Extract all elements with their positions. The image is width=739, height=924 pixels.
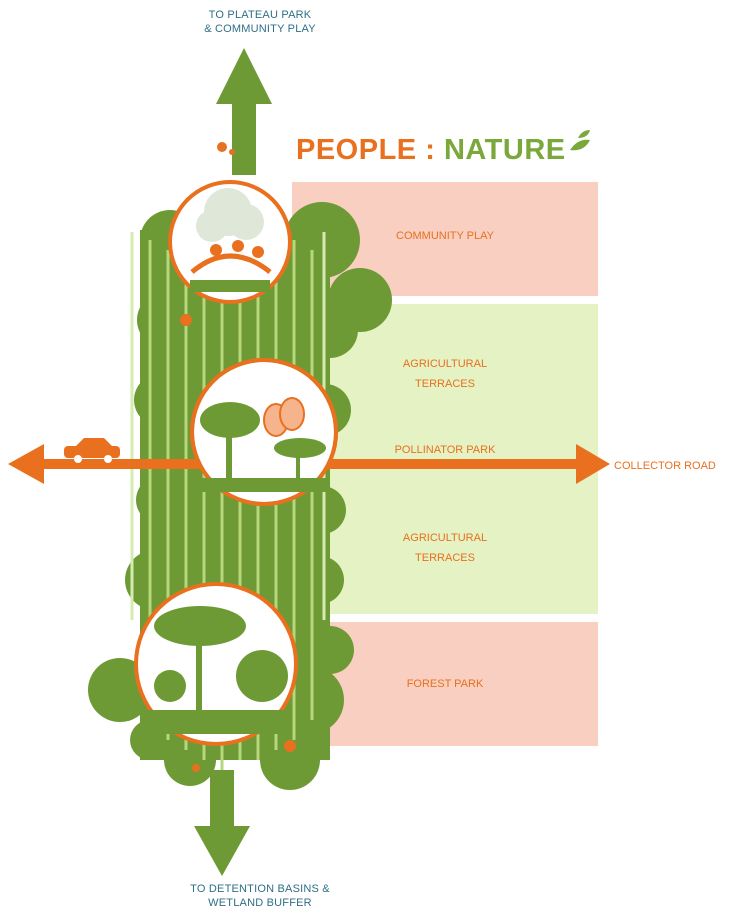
leaf-icon bbox=[570, 130, 590, 151]
zone-pollinator: POLLINATOR PARK bbox=[292, 440, 598, 464]
title-nature: NATURE bbox=[443, 134, 566, 166]
zone-label: AGRICULTURAL TERRACES bbox=[402, 532, 488, 564]
zone-label: FOREST PARK bbox=[406, 678, 484, 690]
title-separator: : bbox=[425, 134, 436, 166]
road-label: COLLECTOR ROAD bbox=[614, 460, 716, 472]
zone-label: AGRICULTURAL TERRACES bbox=[402, 358, 488, 390]
bottom-label-line1: TO DETENTION BASINS & bbox=[190, 883, 330, 895]
arrow-down-icon bbox=[194, 770, 250, 876]
title-people: PEOPLE bbox=[296, 134, 417, 166]
zone-label: COMMUNITY PLAY bbox=[396, 230, 494, 242]
zone-agricultural-2: AGRICULTURAL TERRACES bbox=[292, 524, 598, 584]
forest-icon bbox=[134, 582, 298, 746]
top-label-line1: TO PLATEAU PARK bbox=[208, 9, 312, 21]
arrow-up-icon bbox=[216, 48, 272, 175]
zone-community-play: COMMUNITY PLAY bbox=[292, 182, 598, 296]
car-icon bbox=[64, 438, 120, 463]
zone-label: POLLINATOR PARK bbox=[394, 444, 496, 456]
people-icon bbox=[168, 180, 292, 304]
zone-agricultural-1: AGRICULTURAL TERRACES bbox=[292, 304, 598, 404]
zone-forest-park: FOREST PARK bbox=[292, 622, 598, 746]
acacia-tree-icon bbox=[190, 358, 338, 506]
bottom-destination-label: TO DETENTION BASINS & WETLAND BUFFER bbox=[0, 882, 520, 910]
top-destination-label: TO PLATEAU PARK & COMMUNITY PLAY bbox=[0, 8, 520, 36]
bottom-label-line2: WETLAND BUFFER bbox=[208, 897, 312, 909]
diagram-title: PEOPLE : NATURE bbox=[296, 134, 566, 167]
top-label-line2: & COMMUNITY PLAY bbox=[204, 23, 316, 35]
orange-dots bbox=[180, 142, 296, 772]
